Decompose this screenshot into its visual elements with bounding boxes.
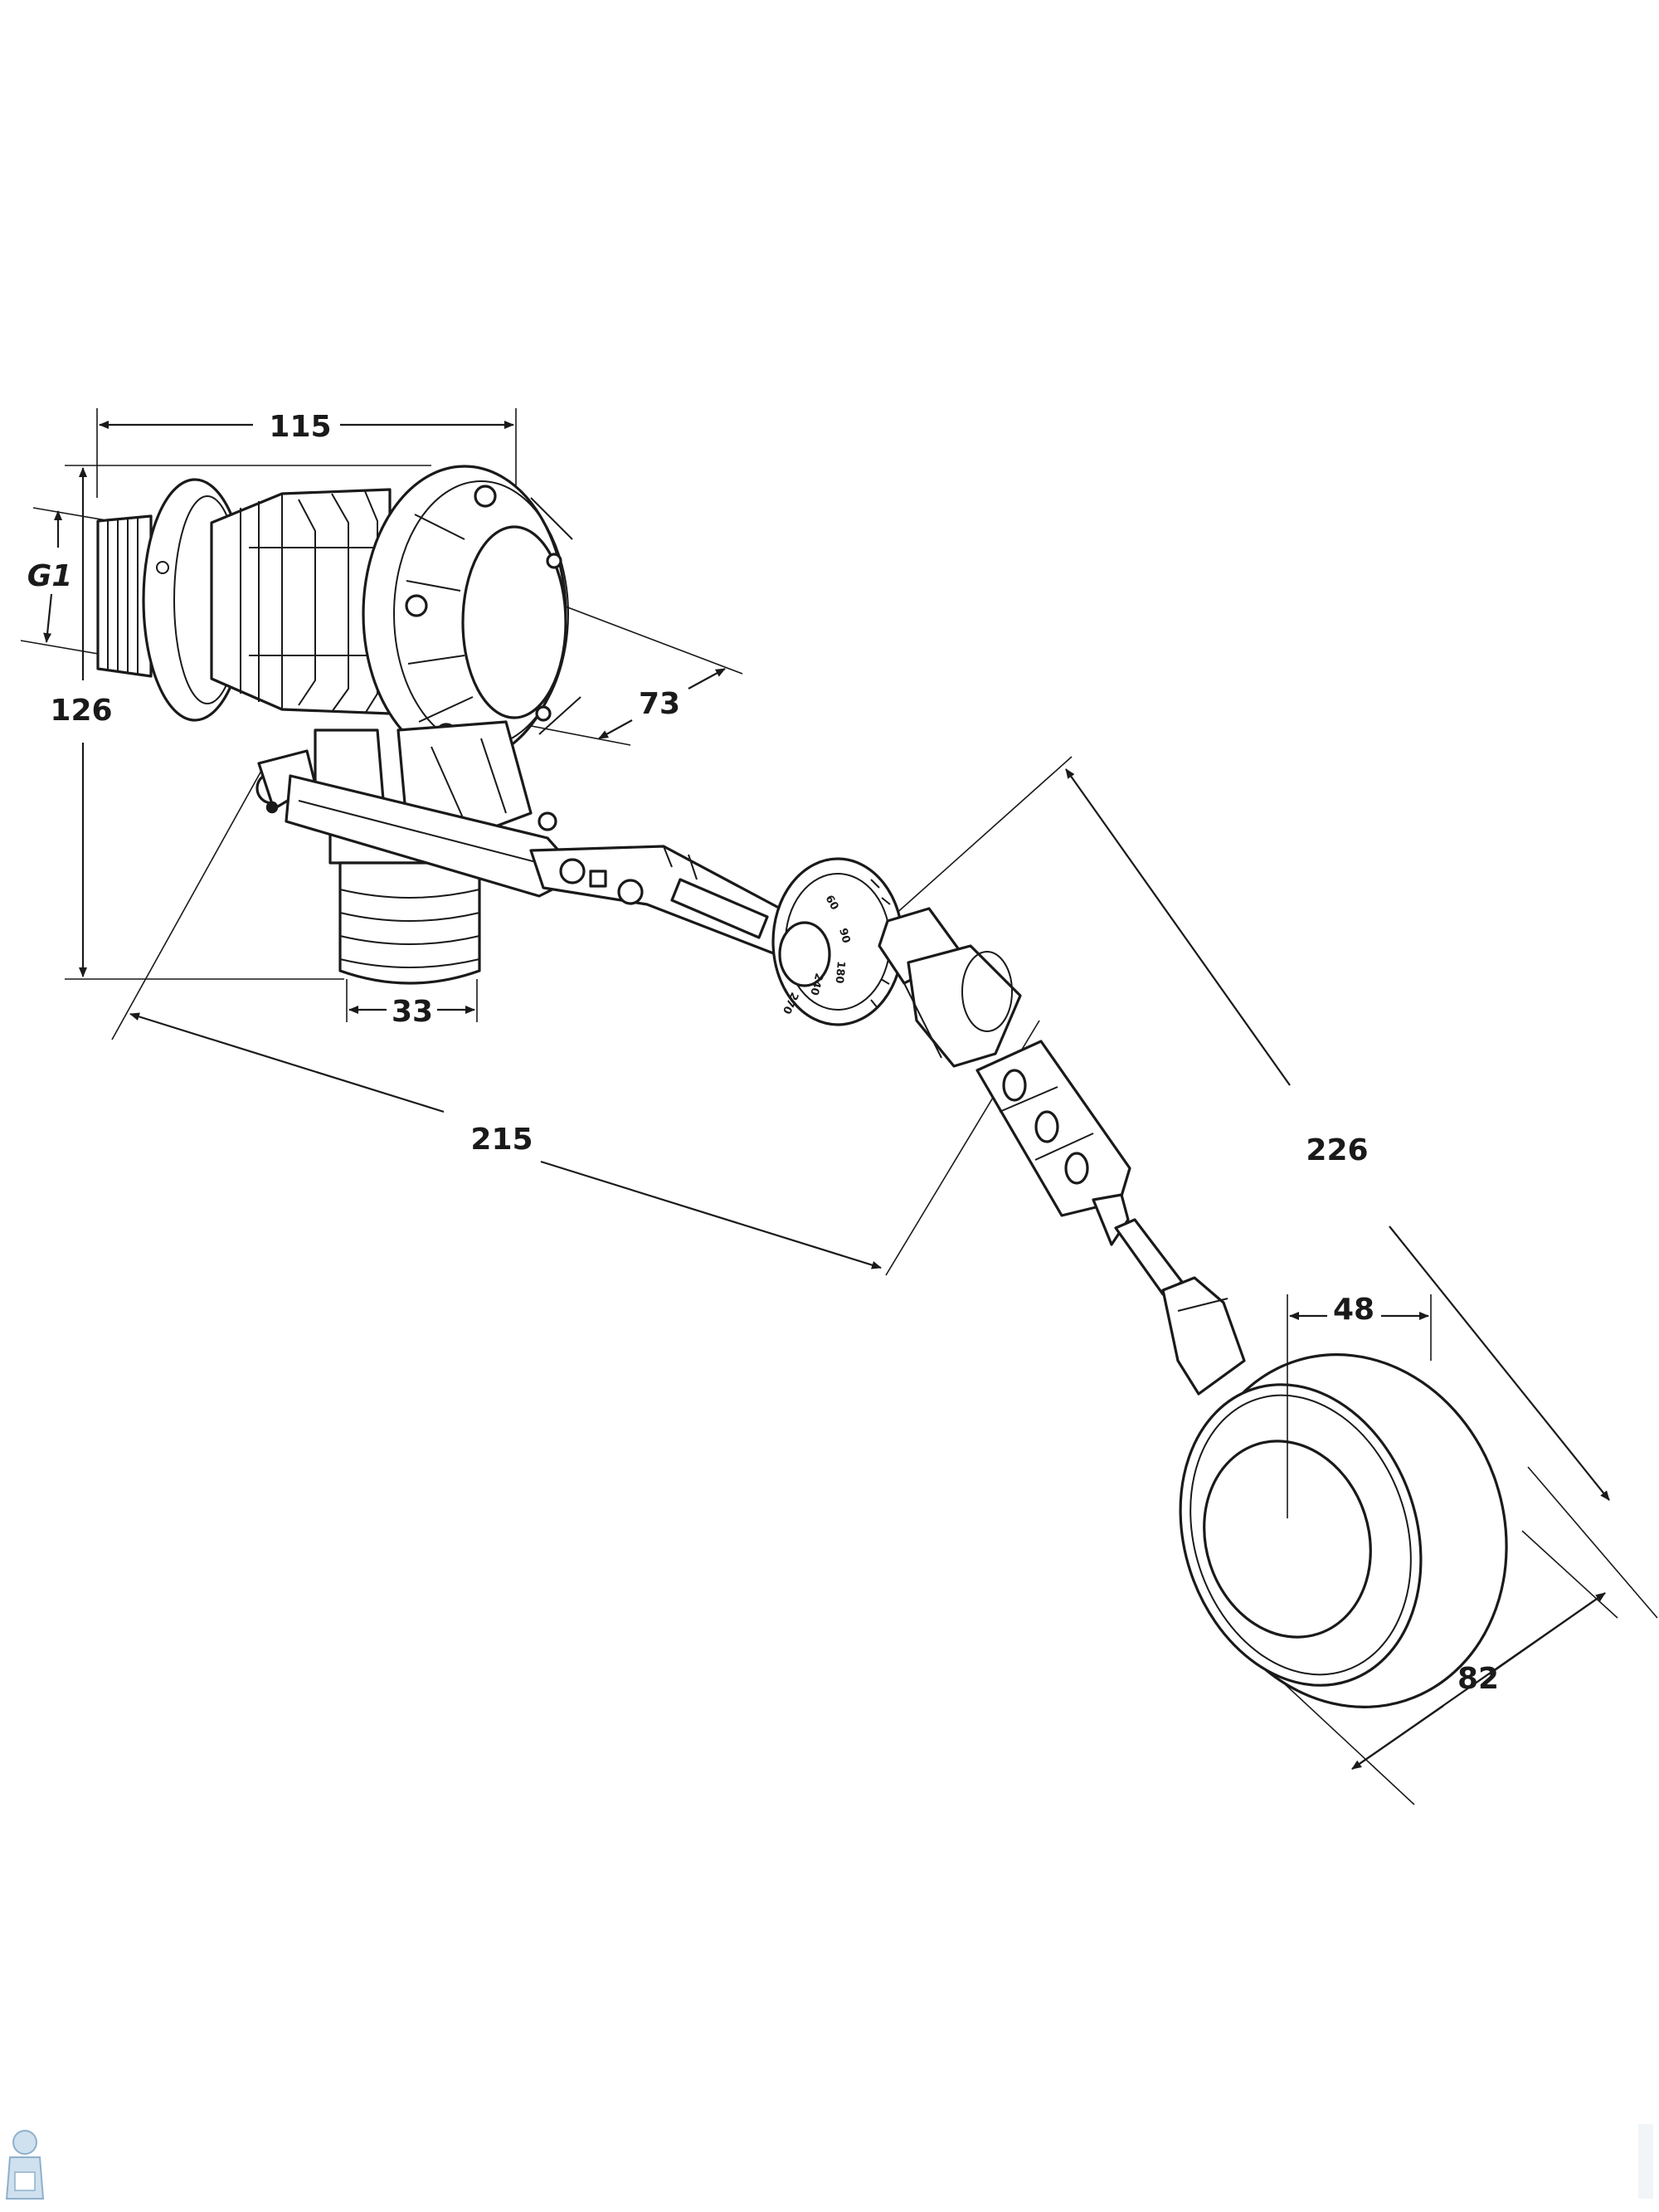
dimension-g1-label: G1 [27,559,73,593]
dimension-g1: G1 [20,507,150,661]
dial-mark-4: 270 [780,990,800,1016]
knuckle-joint [878,907,1022,1068]
watermark-logo [5,2130,45,2200]
float-ball [1179,1353,1508,1708]
dimension-33-label: 33 [392,995,433,1029]
dial-mark-3: 240 [807,972,825,996]
lever-arm [255,749,790,956]
lever-rod [670,878,769,939]
cover-screw-5 [535,705,552,722]
dial-mark-2: 180 [833,961,847,984]
dimension-33: 33 [346,979,478,1029]
dimension-48-label: 48 [1333,1293,1374,1327]
adjustment-dial: 60 90 180 240 270 [771,857,904,1026]
inlet-thread [96,514,153,678]
watermark-text [1638,2124,1653,2199]
dimension-126: 126 [50,465,431,980]
dimension-48: 48 [1287,1293,1432,1361]
dimension-215: 215 [111,763,1040,1276]
valve-body [96,465,581,985]
dimension-115-label: 115 [269,410,331,444]
dimension-226: 226 [885,756,1658,1619]
dimension-115: 115 [96,408,517,593]
dimension-126-label: 126 [50,694,112,728]
valve-cylinder [210,488,392,715]
float-rod [975,1040,1246,1396]
valve-cover [362,465,581,763]
dimension-82-label: 82 [1457,1662,1499,1696]
dimension-215-label: 215 [470,1123,533,1157]
dimension-lines: 115 G1 126 73 [20,408,1658,1805]
cover-screw-2 [405,594,428,617]
dimension-226-label: 226 [1306,1133,1368,1167]
dial-mark-1: 90 [836,927,852,944]
cover-screw-1 [474,485,497,508]
cover-screw-4 [546,553,562,569]
dimension-73-label: 73 [639,687,680,721]
